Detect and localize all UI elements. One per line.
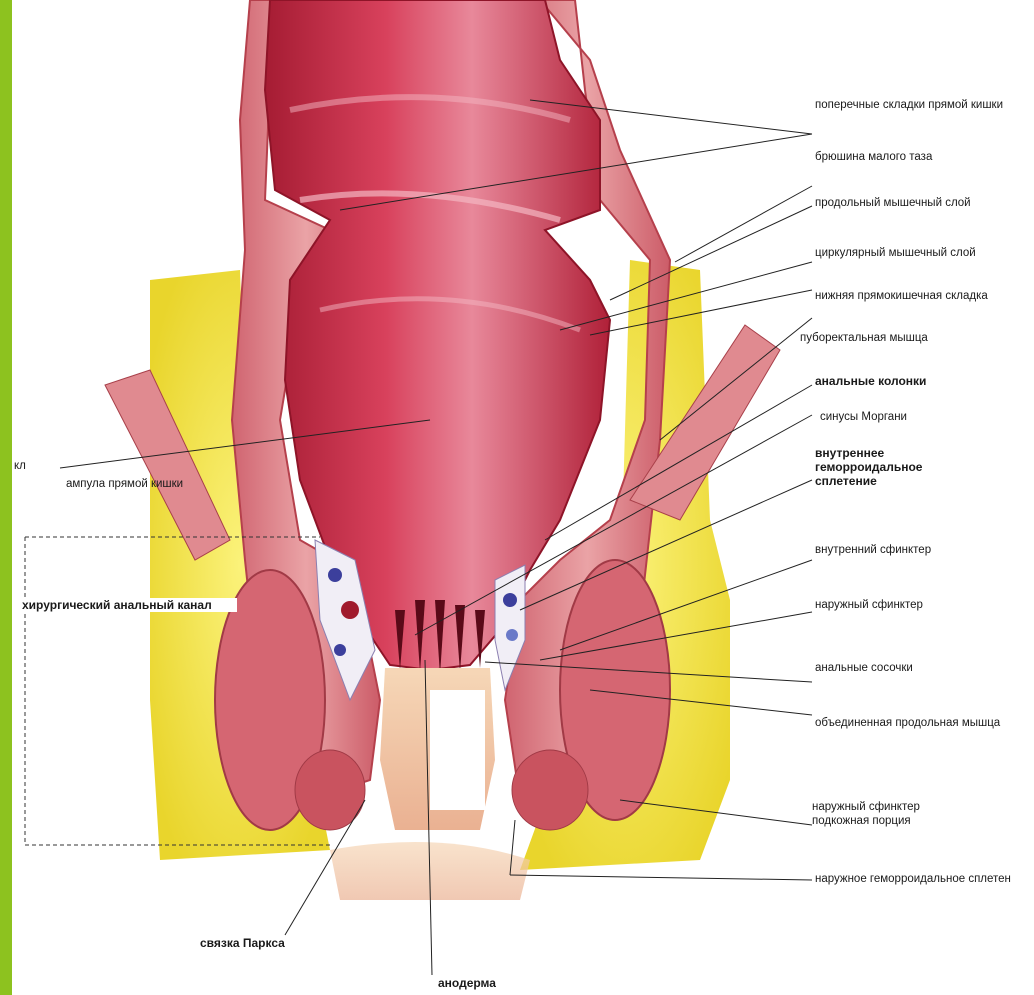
label-transverse-folds: поперечные складки прямой кишки [815, 98, 1030, 112]
label-puborectalis: пуборектальная мышца [800, 331, 1025, 345]
anal-lumen [430, 690, 485, 810]
label-conjoined-longitudinal-muscle: объединенная продольная мышца [815, 716, 1030, 730]
label-pelvic-peritoneum: брюшина малого таза [815, 150, 1034, 164]
label-lower-rectal-fold: нижняя прямокишечная складка [815, 289, 1015, 303]
label-anoderm: анодерма [438, 976, 496, 990]
label-morgagni-sinuses: синусы Моргани [820, 410, 1034, 424]
label-external-hemorrhoidal-plexus: наружное геморроидальное сплетен [815, 872, 1030, 886]
label-external-sphincter: наружный сфинктер [815, 598, 1034, 612]
label-left-edge-fragment: кл [14, 459, 26, 473]
label-rectal-ampulla: ампула прямой кишки [66, 477, 266, 491]
label-circular-layer: циркулярный мышечный слой [815, 246, 1015, 260]
right-subcutaneous-sphincter [512, 750, 588, 830]
label-subcutaneous-external-sphincter: наружный сфинктер подкожная порция [812, 800, 977, 828]
label-longitudinal-layer: продольный мышечный слой [815, 196, 1015, 210]
label-internal-sphincter: внутренний сфинктер [815, 543, 1034, 557]
label-internal-hemorrhoidal-plexus: внутреннее геморроидальное сплетение [815, 446, 985, 488]
label-anal-columns: анальные колонки [815, 374, 1034, 388]
label-anal-papillae: анальные сосочки [815, 661, 1034, 675]
label-parks-ligament: связка Паркса [200, 936, 285, 950]
label-surgical-anal-canal: хирургический анальный канал [22, 598, 237, 612]
